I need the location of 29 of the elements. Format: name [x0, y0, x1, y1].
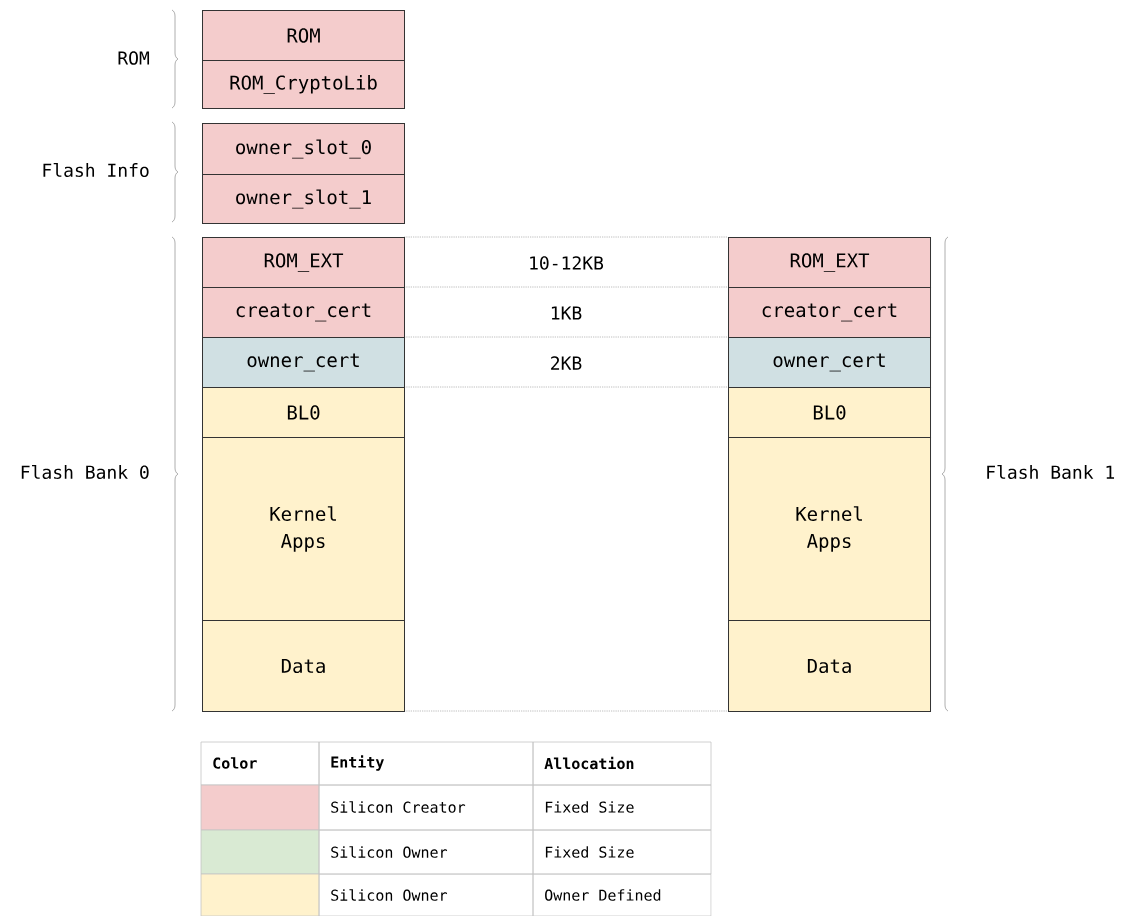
table-cell: Silicon Creator [318, 784, 534, 831]
memory-block: creator_cert [202, 287, 405, 338]
table-cell: Silicon Owner [318, 873, 534, 916]
memory-block: owner_cert [728, 337, 931, 388]
header-cell: Allocation [532, 741, 712, 786]
memory-block: owner_cert [202, 337, 405, 388]
memory-block: owner_slot_1 [202, 174, 405, 224]
memory-block: ROM [202, 10, 405, 61]
size-label: 10-12KB [530, 256, 604, 270]
group-label: ROM [118, 51, 150, 65]
memory-block: BL0 [202, 387, 405, 438]
memory-block: creator_cert [728, 287, 931, 338]
memory-block: Data [728, 620, 931, 712]
table-cell: Owner Defined [532, 873, 712, 916]
memory-block: BL0 [728, 387, 931, 438]
table-cell: Fixed Size [532, 784, 712, 831]
group-label: Flash Bank 0 [21, 465, 149, 479]
table-cell: Fixed Size [532, 829, 712, 875]
memory-block: ROM_EXT [728, 237, 931, 288]
group-label: Flash Info [43, 163, 149, 177]
memory-block: ROM_CryptoLib [202, 60, 405, 109]
memory-block: ROM_EXT [202, 237, 405, 288]
group-label: Flash Bank 1 [987, 465, 1114, 479]
size-label: 1KB [551, 306, 582, 320]
size-label: 2KB [551, 356, 582, 370]
memory-block: owner_slot_0 [202, 123, 405, 175]
memory-block: Data [202, 620, 405, 712]
header-cell: Entity [318, 741, 534, 786]
table-cell: Silicon Owner [318, 829, 534, 875]
